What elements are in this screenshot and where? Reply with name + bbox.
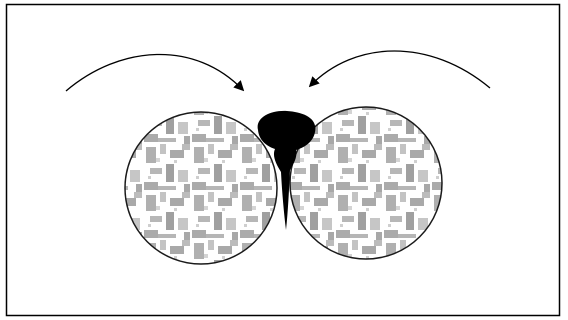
left-circle — [125, 112, 277, 264]
